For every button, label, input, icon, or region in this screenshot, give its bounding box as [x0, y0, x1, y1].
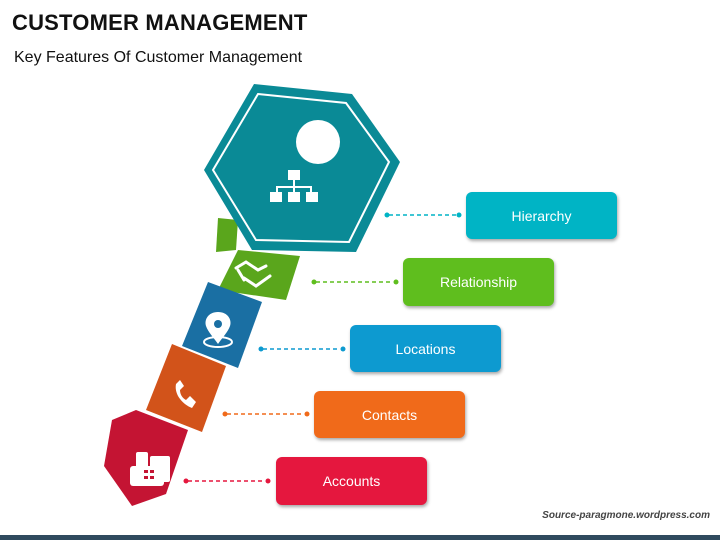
feature-box-locations: Locations [350, 325, 501, 372]
feature-box-accounts: Accounts [276, 457, 427, 505]
key-segment-contacts [146, 344, 226, 432]
connector-accounts [183, 478, 271, 484]
fax-machine-icon [130, 452, 170, 486]
key-segment-relationship [218, 250, 300, 300]
location-pin-icon [203, 312, 233, 348]
connector-relationship [311, 279, 399, 285]
phone-icon [175, 380, 196, 408]
connector-hierarchy [384, 212, 462, 218]
feature-box-contacts: Contacts [314, 391, 465, 438]
connector-locations [258, 346, 346, 352]
key-head [204, 84, 400, 252]
hierarchy-icon [270, 170, 318, 202]
feature-box-hierarchy: Hierarchy [466, 192, 617, 239]
key-head-inner-border [211, 92, 391, 244]
page-title: CUSTOMER MANAGEMENT [12, 10, 308, 35]
page-subtitle: Key Features Of Customer Management [14, 49, 303, 66]
key-teeth-relationship [216, 218, 238, 252]
source-credit: Source-paragmone.wordpress.com [542, 510, 710, 521]
bottom-bar [0, 535, 720, 540]
feature-box-relationship: Relationship [403, 258, 554, 306]
handshake-icon [234, 260, 272, 288]
key-hole [296, 120, 340, 164]
connector-contacts [222, 411, 310, 417]
